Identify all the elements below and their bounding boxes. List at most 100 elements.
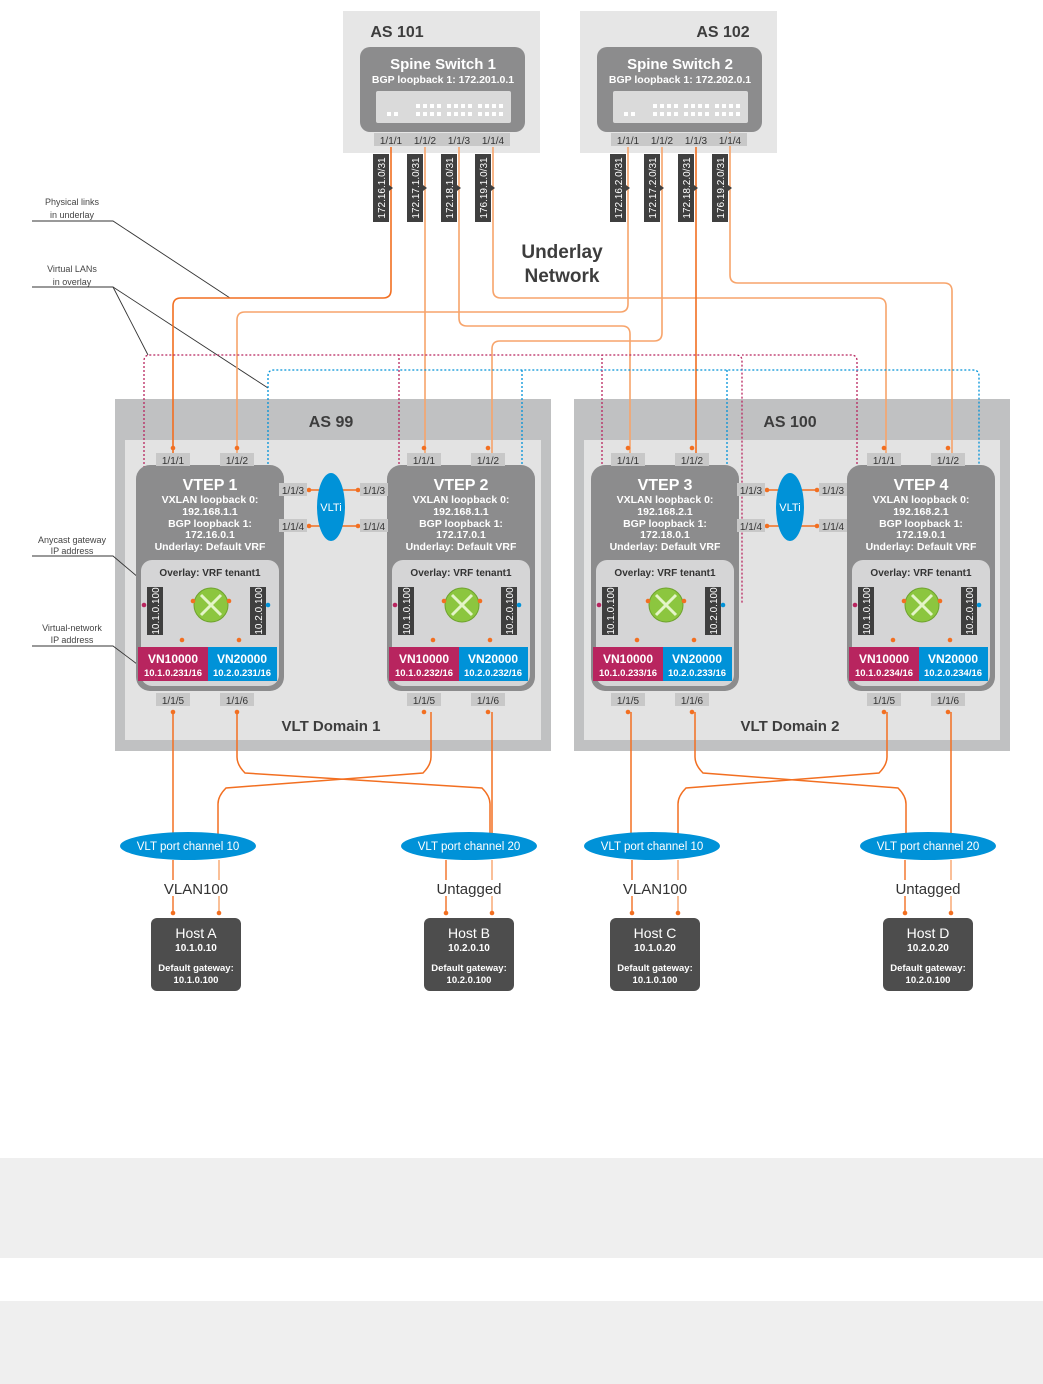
port-dot	[689, 445, 695, 451]
port-label-bg	[156, 453, 190, 466]
anycast-gateway-ip: 10.2.0.100	[254, 587, 265, 635]
host-gateway-ip: 10.2.0.100	[447, 975, 492, 986]
anycast-gateway-bg	[147, 587, 163, 635]
bottom-band-1	[0, 1158, 1043, 1258]
faceplate-port	[729, 104, 733, 108]
port-dot	[443, 910, 449, 916]
port-label-bg	[476, 133, 510, 146]
router-cross-icon	[199, 593, 223, 617]
overlay-vlan	[742, 354, 858, 604]
overlay-label: Overlay: VRF tenant1	[410, 568, 512, 579]
faceplate-port	[667, 104, 671, 108]
link-subnet-bg	[712, 154, 728, 222]
vn-ip: 10.1.0.231/16	[144, 668, 202, 679]
underlay-link	[492, 147, 887, 454]
port-label-bg	[867, 453, 901, 466]
vtep-info: VXLAN loopback 0:	[873, 494, 970, 506]
port-label: 1/1/4	[719, 136, 742, 147]
faceplate-port	[684, 104, 688, 108]
port-label: 1/1/6	[226, 696, 249, 707]
port-label: 1/1/4	[282, 522, 305, 533]
port-channel-label: VLT port channel 20	[877, 841, 980, 853]
faceplate-port	[691, 112, 695, 116]
port-dot	[634, 637, 640, 643]
port-label-bg	[611, 693, 645, 706]
port-label: 1/1/6	[477, 696, 500, 707]
port-label: 1/1/4	[740, 522, 763, 533]
spine-loopback: BGP loopback 1: 172.202.0.1	[609, 74, 751, 86]
faceplate-port	[674, 104, 678, 108]
as-label: AS 100	[763, 414, 816, 431]
host-name: Host B	[448, 925, 490, 941]
faceplate-port	[722, 104, 726, 108]
link-subnet-label: 176.19.2.0/31	[716, 157, 727, 219]
anycast-gateway-bg	[858, 587, 874, 635]
faceplate-port	[492, 104, 496, 108]
downlink	[217, 712, 432, 836]
host-box	[883, 918, 973, 991]
port-label: 1/1/4	[822, 522, 845, 533]
port-label-bg	[675, 693, 709, 706]
link-pointer	[389, 185, 393, 191]
host-gateway-label: Default gateway:	[890, 963, 966, 974]
link-subnet-bg	[678, 154, 694, 222]
faceplate-port	[447, 112, 451, 116]
port-label: 1/1/1	[162, 456, 185, 467]
downlink	[236, 712, 491, 836]
router-cross-icon	[910, 593, 934, 617]
port-dot	[902, 910, 908, 916]
callout-text: Physical links	[45, 197, 100, 207]
port-label-bg	[442, 133, 476, 146]
faceplate-port	[437, 104, 441, 108]
port-dot	[881, 709, 887, 715]
port-dot	[306, 487, 312, 493]
link-subnet-label: 172.17.2.0/31	[648, 157, 659, 219]
vtep-info: 172.16.0.1	[185, 529, 235, 541]
anycast-gateway-bg	[705, 587, 721, 635]
as-label: AS 102	[696, 24, 749, 41]
vlan-label-bg	[424, 880, 514, 896]
port-label: 1/1/1	[380, 136, 403, 147]
vlan-label: VLAN100	[623, 881, 687, 898]
host-gateway-ip: 10.2.0.100	[906, 975, 951, 986]
port-channel-icon	[584, 832, 720, 860]
port-dot	[764, 523, 770, 529]
overlay-dot	[392, 602, 398, 608]
anycast-gateway-ip: 10.1.0.100	[606, 587, 617, 635]
port-dot	[170, 910, 176, 916]
faceplate-port	[729, 112, 733, 116]
callout-text: Virtual-network	[42, 623, 102, 633]
anycast-gateway-ip: 10.1.0.100	[151, 587, 162, 635]
port-dot	[881, 445, 887, 451]
port-label-bg	[931, 453, 965, 466]
callout-leader	[32, 220, 231, 299]
port-dot	[477, 598, 483, 604]
link-subnet-bg	[610, 154, 626, 222]
anycast-gateway-ip: 10.2.0.100	[505, 587, 516, 635]
port-dot	[421, 445, 427, 451]
faceplate-port	[705, 104, 709, 108]
faceplate-port	[715, 112, 719, 116]
faceplate-port	[667, 112, 671, 116]
anycast-gateway-ip: 10.1.0.100	[402, 587, 413, 635]
vn-name: VN10000	[399, 652, 449, 666]
host-name: Host D	[907, 925, 950, 941]
bottom-band-2	[0, 1301, 1043, 1384]
vn-name: VN20000	[672, 652, 722, 666]
faceplate-port	[722, 112, 726, 116]
overlay-dot	[720, 602, 726, 608]
host-box	[151, 918, 241, 991]
port-label: 1/1/3	[282, 486, 305, 497]
port-label-bg	[611, 453, 645, 466]
port-dot	[170, 709, 176, 715]
port-dot	[170, 445, 176, 451]
faceplate-port	[624, 112, 628, 116]
port-label-bg	[407, 453, 441, 466]
link-subnet-bg	[441, 154, 457, 222]
port-dot	[947, 637, 953, 643]
vn20000-box	[459, 647, 528, 681]
vlti-icon	[776, 473, 804, 541]
host-box	[424, 918, 514, 991]
port-dot	[937, 598, 943, 604]
